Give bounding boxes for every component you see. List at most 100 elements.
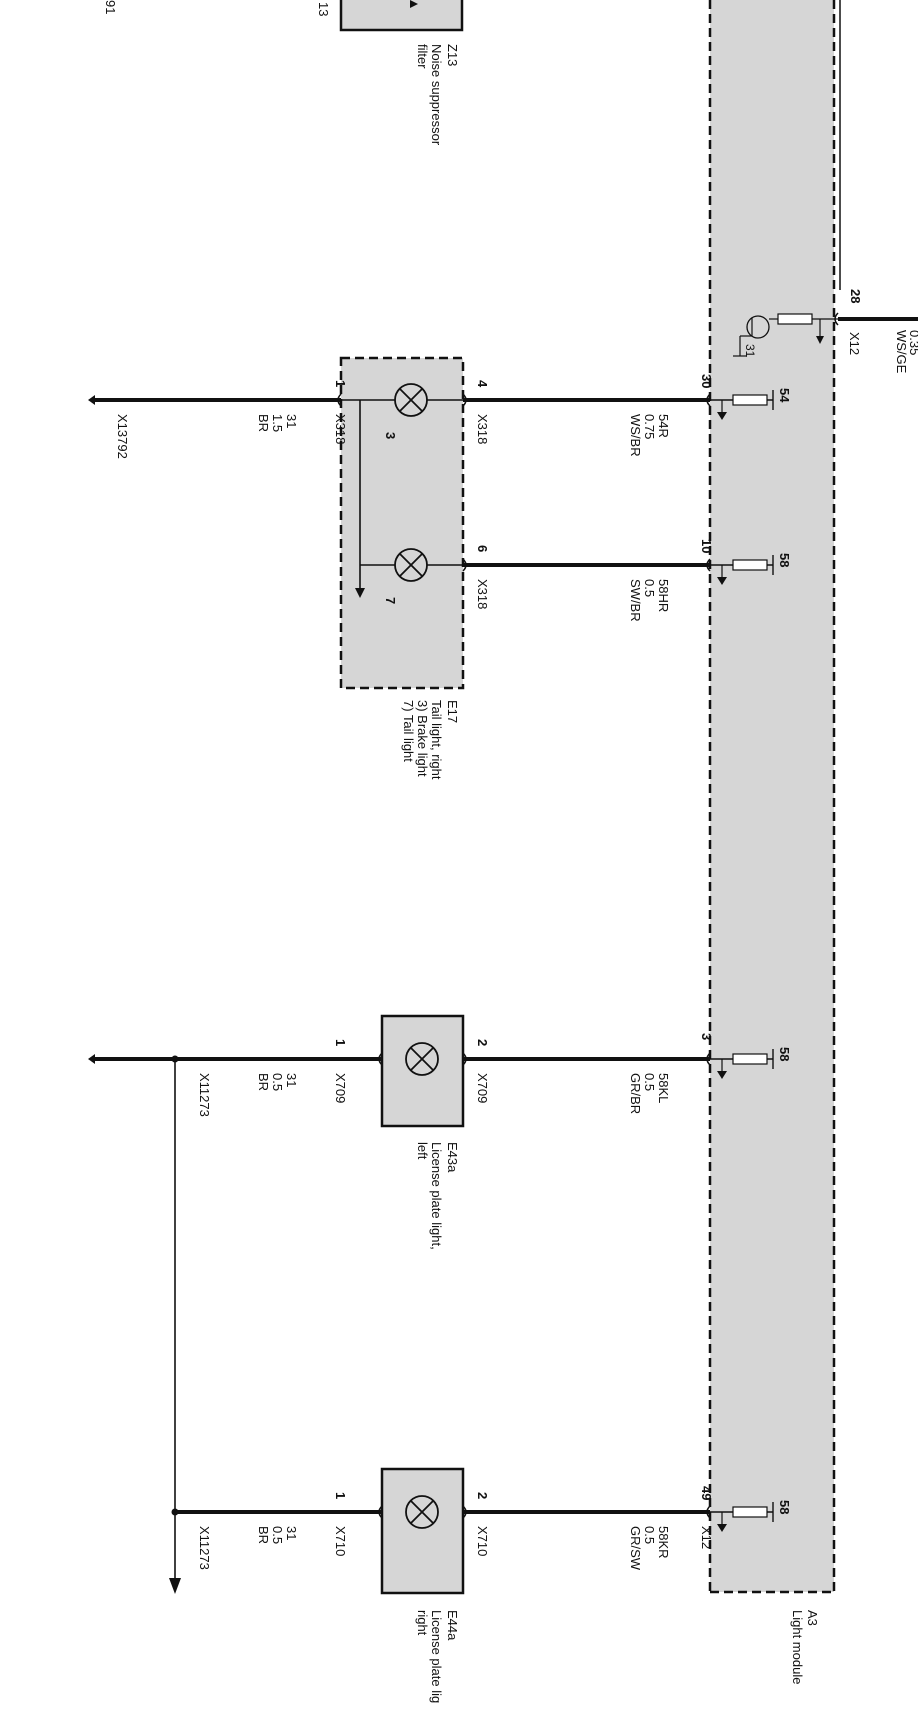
top-wire-color: WS/GE (894, 330, 909, 374)
component-connector-hook (462, 1505, 467, 1519)
module-connector-hook (706, 393, 711, 407)
module-connector-hook (706, 1505, 711, 1519)
e17-line1: Tail light, right (429, 700, 444, 780)
fuse-label: 58 (777, 553, 792, 567)
component-pin: 4 (475, 380, 490, 388)
e43a-code: E43a (445, 1142, 460, 1173)
wire-color: GR/SW (628, 1526, 643, 1571)
ground-splice-trunk (88, 1054, 181, 1594)
wire-signal: 58HR (656, 579, 671, 612)
ground-end-arrow (88, 395, 95, 405)
license-plate-left-lamp-icon (405, 1042, 439, 1076)
ground-color: BR (256, 1526, 271, 1544)
a3-code: A3 (805, 1610, 820, 1626)
z13-name-line2: filter (415, 44, 430, 69)
ground-end-arrow (88, 1054, 95, 1064)
ground-size: 0.5 (270, 1526, 285, 1544)
wire-color: GR/BR (628, 1073, 643, 1114)
top-wire: 28 X12 0.35 WS/GE (834, 289, 918, 374)
light-module-a3 (708, 0, 841, 1594)
ground-color: BR (256, 414, 271, 432)
license-plate-light-e44a: E44a License plate lig right (380, 1467, 465, 1703)
component-connector-hook (462, 558, 467, 572)
fuse-label: 54 (777, 388, 792, 403)
e43a-line1: License plate light, (429, 1142, 444, 1250)
wire-signal: 58KR (656, 1526, 671, 1559)
component-connector: X318 (475, 414, 490, 444)
a3-name: Light module (790, 1610, 805, 1684)
tail-lamp-number: 7 (383, 597, 398, 604)
component-connector: X710 (475, 1526, 490, 1556)
ground-signal: 31 (284, 414, 299, 428)
transistor-stage: 31 (733, 313, 838, 358)
ground-color: BR (256, 1073, 271, 1091)
noise-suppressor-z13: 13 91 Z13 Noise suppressor filter (103, 0, 464, 146)
module-connector-hook (706, 558, 711, 572)
component-pin: 2 (475, 1492, 490, 1499)
component-connector: X318 (475, 579, 490, 609)
ground-end-connector: X13792 (115, 414, 130, 459)
e17-line2: 3) Brake light (415, 700, 430, 777)
license-plate-right-lamp-icon (405, 1495, 439, 1529)
module-connector: X12 (699, 1526, 714, 1549)
trunk-down-arrow (169, 1578, 181, 1594)
component-pin: 2 (475, 1039, 490, 1046)
wire-size: 0.75 (642, 414, 657, 439)
e44a-line2: right (415, 1610, 430, 1636)
wire-size: 0.5 (642, 579, 657, 597)
tail-light-e17: 3 7 E17 Tail light, right 3) Brake light… (339, 356, 465, 780)
module-resistor (732, 1506, 768, 1518)
ground-signal: 31 (284, 1073, 299, 1087)
module-ground-arrow (717, 1071, 727, 1079)
e17-line3: 7) Tail light (401, 700, 416, 762)
wire-size: 0.5 (642, 1073, 657, 1091)
z13-code: Z13 (445, 44, 460, 66)
wire-color: WS/BR (628, 414, 643, 457)
splice-label: X11273 (197, 1526, 212, 1570)
component-connector-hook (462, 1052, 467, 1066)
ground-connector-hook (378, 1052, 383, 1066)
ground-pin: 1 (333, 380, 348, 387)
module-ground-arrow (717, 577, 727, 585)
module-pin: 10 (699, 539, 714, 553)
e17-code: E17 (445, 700, 460, 723)
e44a-line1: License plate lig (429, 1610, 444, 1703)
wire-signal: 54R (656, 414, 671, 438)
ground-pin: 1 (333, 1039, 348, 1046)
grounds-layer: 1X318311.5BRX137921X709310.5BRX112731X71… (88, 380, 383, 1594)
module-resistor (732, 394, 768, 406)
license-plate-light-e43a: E43a License plate light, left (380, 1014, 465, 1250)
z13-partial-label: 13 (316, 2, 331, 16)
module-resistor (732, 559, 768, 571)
transistor-ground-label: 31 (743, 344, 757, 358)
component-connector-hook (462, 393, 467, 407)
component-connector: X709 (475, 1073, 490, 1103)
ground-connector: X710 (333, 1526, 348, 1556)
module-pin: 3 (699, 1033, 714, 1040)
fuse-label: 58 (777, 1500, 792, 1514)
tail-lamp-icon (394, 548, 428, 582)
ground-size: 1.5 (270, 414, 285, 432)
brake-lamp-number: 3 (383, 432, 398, 439)
ground-pin: 1 (333, 1492, 348, 1499)
ground-connector: X709 (333, 1073, 348, 1103)
z13-edge-label: 91 (103, 0, 118, 14)
e43a-line2: left (415, 1142, 430, 1160)
z13-name-line1: Noise suppressor (429, 44, 444, 146)
wire-size: 0.5 (642, 1526, 657, 1544)
module-pin: 49 (699, 1486, 714, 1500)
module-pin: 30 (699, 374, 714, 388)
component-pin: 6 (475, 545, 490, 552)
e44a-code: E44a (445, 1610, 460, 1641)
module-resistor (732, 1053, 768, 1065)
top-wire-connector: X12 (847, 332, 862, 355)
